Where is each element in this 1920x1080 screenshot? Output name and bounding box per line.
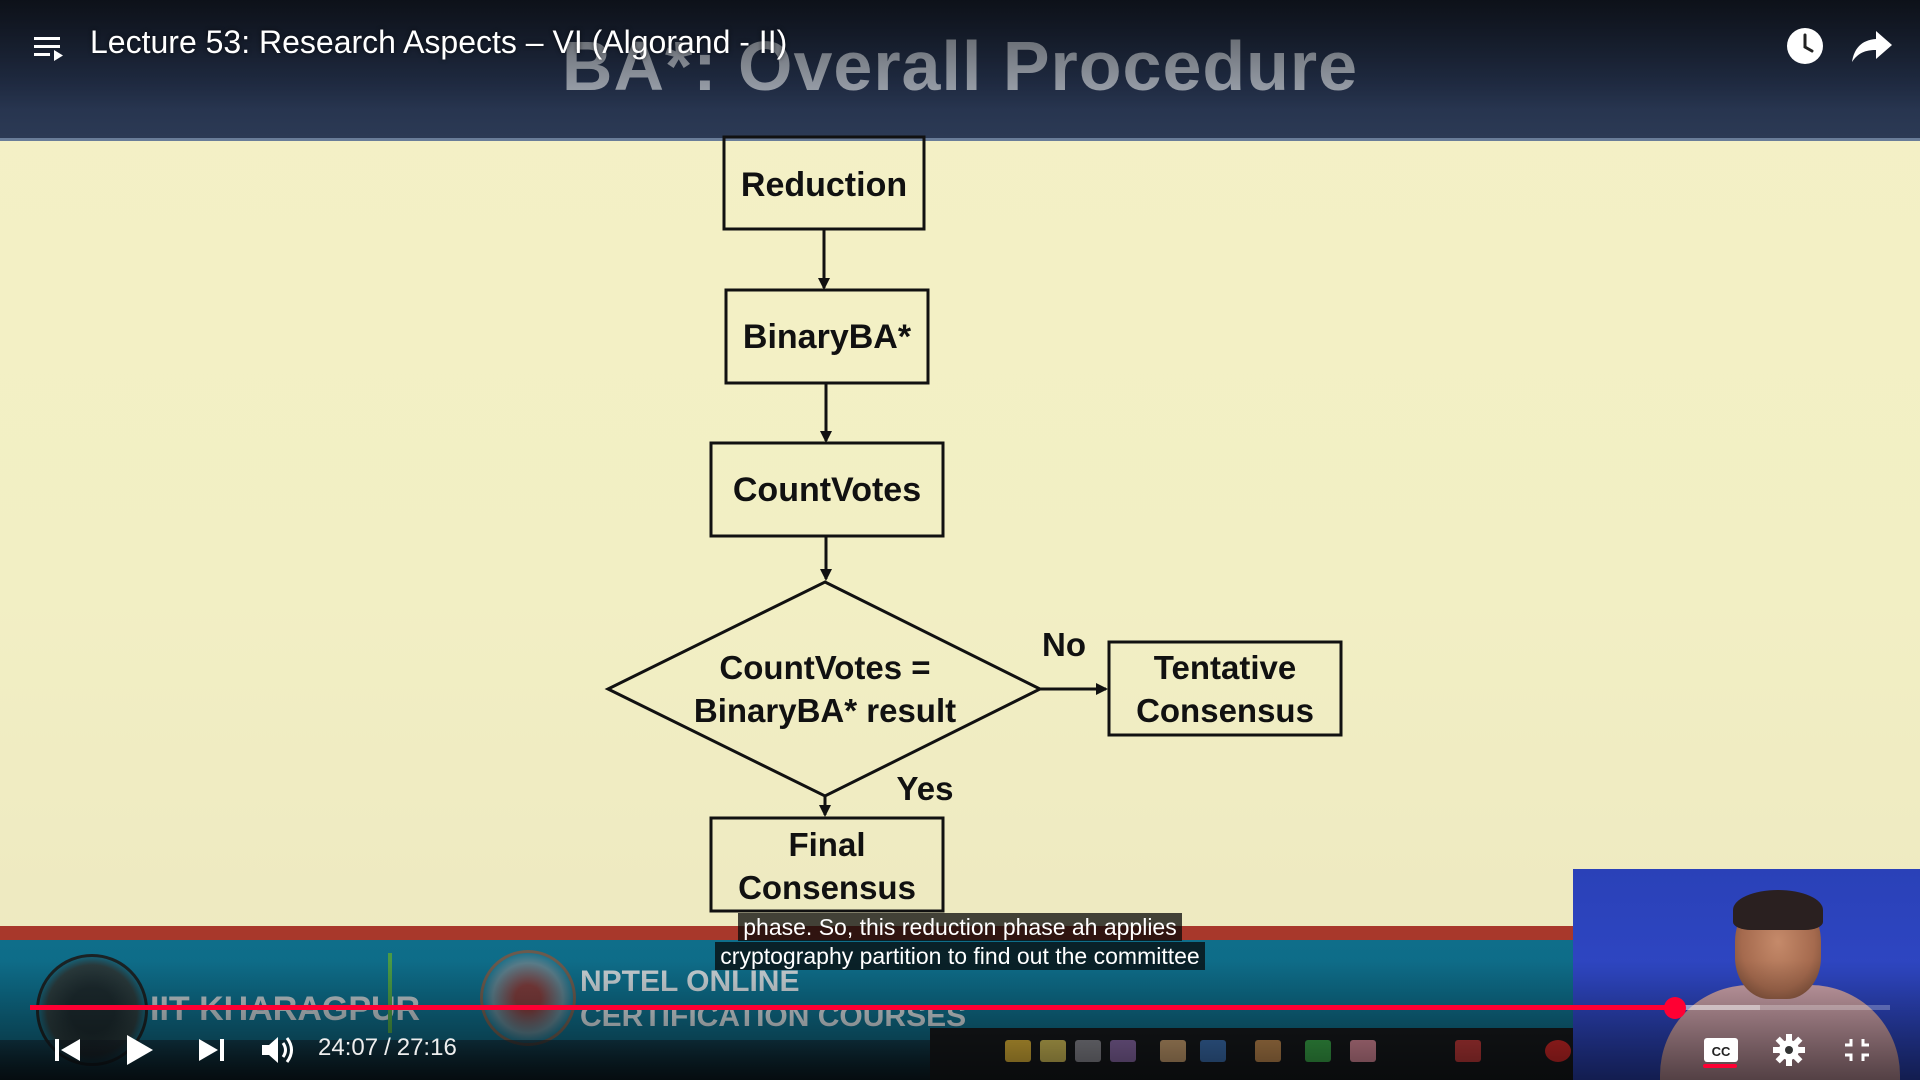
caption-line-2: cryptography partition to find out the c… (0, 942, 1920, 970)
share-arrow-icon (1852, 31, 1892, 62)
node-final-line2: Consensus (738, 869, 916, 906)
node-final-line1: Final (788, 826, 865, 863)
node-decision-line2: BinaryBA* result (694, 692, 956, 729)
node-tentative-line1: Tentative (1154, 649, 1296, 686)
exit-fullscreen-button[interactable] (1835, 1030, 1879, 1070)
node-reduction: Reduction (722, 135, 926, 231)
edge-label-yes: Yes (897, 770, 954, 807)
banner-nptel-line1: NPTEL ONLINE (580, 965, 800, 998)
clock-icon (1787, 28, 1823, 64)
green-marker-tool-icon (1305, 1040, 1331, 1062)
node-decision-line1: CountVotes = (719, 649, 930, 686)
color-tool-icon (1455, 1040, 1481, 1062)
captions-button[interactable]: CC (1699, 1030, 1743, 1070)
highlighter-tool-icon (1160, 1040, 1186, 1062)
playlist-button[interactable] (30, 28, 70, 68)
progress-played (30, 1005, 1676, 1010)
caption-line-1: phase. So, this reduction phase ah appli… (0, 913, 1920, 941)
video-title[interactable]: Lecture 53: Research Aspects – VI (Algor… (90, 24, 788, 60)
play-button[interactable] (116, 1030, 160, 1070)
stop-tool-icon (1545, 1040, 1571, 1062)
caption-line-2-text: cryptography partition to find out the c… (715, 942, 1205, 970)
node-tentative-line2: Consensus (1136, 692, 1314, 729)
node-final-consensus: Final Consensus (709, 816, 945, 913)
watch-later-button[interactable] (1784, 25, 1826, 67)
node-binaryba: BinaryBA* (724, 288, 930, 385)
node-countvotes-label: CountVotes (733, 471, 921, 509)
progress-bar[interactable] (30, 997, 1890, 1019)
volume-icon (262, 1037, 293, 1063)
pencil-tool-icon (1255, 1040, 1281, 1062)
progress-scrubber[interactable] (1664, 997, 1687, 1019)
edge-label-no: No (1042, 626, 1086, 663)
presenter-hair (1733, 890, 1823, 930)
duration: 27:16 (396, 1034, 457, 1061)
stamp-tool-icon (1075, 1040, 1101, 1062)
marker-tool-icon (1110, 1040, 1136, 1062)
node-reduction-label: Reduction (741, 166, 907, 204)
next-button[interactable] (190, 1030, 234, 1070)
time-separator: / (384, 1034, 391, 1061)
settings-button[interactable] (1767, 1030, 1811, 1070)
screen-tool-icon (1200, 1040, 1226, 1062)
pen-tool-icon (1005, 1040, 1031, 1062)
volume-button[interactable] (256, 1030, 300, 1070)
play-icon (127, 1035, 153, 1065)
node-countvotes: CountVotes (709, 441, 945, 538)
gear-icon (1773, 1034, 1805, 1066)
folder-tool-icon (1040, 1040, 1066, 1062)
exit-fullscreen-icon (1845, 1039, 1869, 1061)
skip-previous-icon (55, 1039, 80, 1061)
cc-icon: CC (1704, 1038, 1738, 1062)
playlist-icon (34, 37, 63, 61)
eraser-tool-icon (1350, 1040, 1376, 1062)
captions-active-indicator (1703, 1064, 1737, 1068)
skip-next-icon (199, 1039, 224, 1061)
previous-button[interactable] (46, 1030, 90, 1070)
caption-line-1-text: phase. So, this reduction phase ah appli… (738, 913, 1182, 941)
time-display: 24:07/27:16 (318, 1034, 457, 1062)
node-binaryba-label: BinaryBA* (743, 318, 912, 356)
node-decision: CountVotes = BinaryBA* result (604, 580, 1044, 798)
node-tentative-consensus: Tentative Consensus (1107, 640, 1343, 737)
svg-text:CC: CC (1712, 1044, 1731, 1059)
current-time: 24:07 (318, 1034, 379, 1061)
share-button[interactable] (1850, 25, 1894, 67)
